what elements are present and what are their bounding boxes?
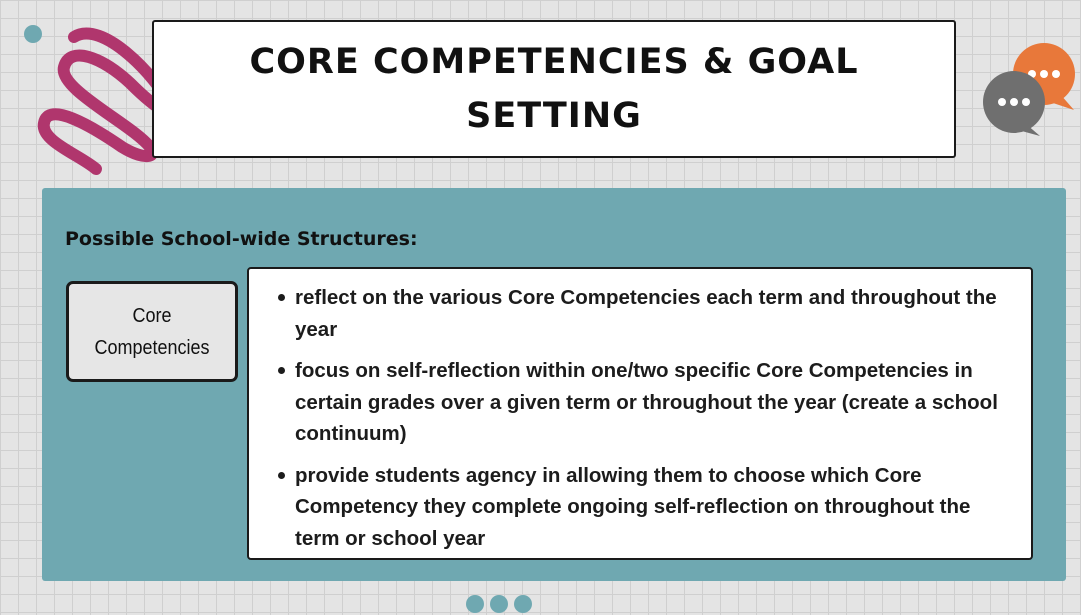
bullet-text: reflect on the various Core Competencies… [295, 286, 997, 341]
teal-dot-icon [24, 25, 42, 43]
pager-dot-icon [514, 595, 532, 613]
bullet-box: reflect on the various Core Competencies… [247, 267, 1033, 560]
bullet-dot-icon [278, 294, 285, 301]
bullet-dot-icon [278, 471, 285, 479]
bullet-item: focus on self-reflection within one/two … [275, 355, 1003, 450]
subheading: Possible School-wide Structures: [65, 228, 418, 250]
bullet-item: reflect on the various Core Competencies… [275, 282, 1003, 345]
speech-bubbles-icon [983, 43, 1075, 136]
bullet-dot-icon [278, 367, 285, 374]
pager-dots [466, 595, 532, 613]
bullet-list: reflect on the various Core Competencies… [275, 282, 1003, 554]
bullet-item: provide students agency in allowing them… [275, 460, 1003, 555]
label-text: Core Competencies [94, 304, 210, 359]
bullet-text: focus on self-reflection within one/two … [295, 359, 998, 445]
bullet-text: provide students agency in allowing them… [295, 463, 971, 550]
label-box: Core Competencies [66, 281, 238, 382]
slide-title: CORE COMPETENCIES & GOAL SETTING [249, 42, 859, 136]
pager-dot-icon [490, 595, 508, 613]
title-box: CORE COMPETENCIES & GOAL SETTING [152, 20, 956, 158]
pager-dot-icon [466, 595, 484, 613]
gray-bubble-icon [983, 71, 1045, 136]
